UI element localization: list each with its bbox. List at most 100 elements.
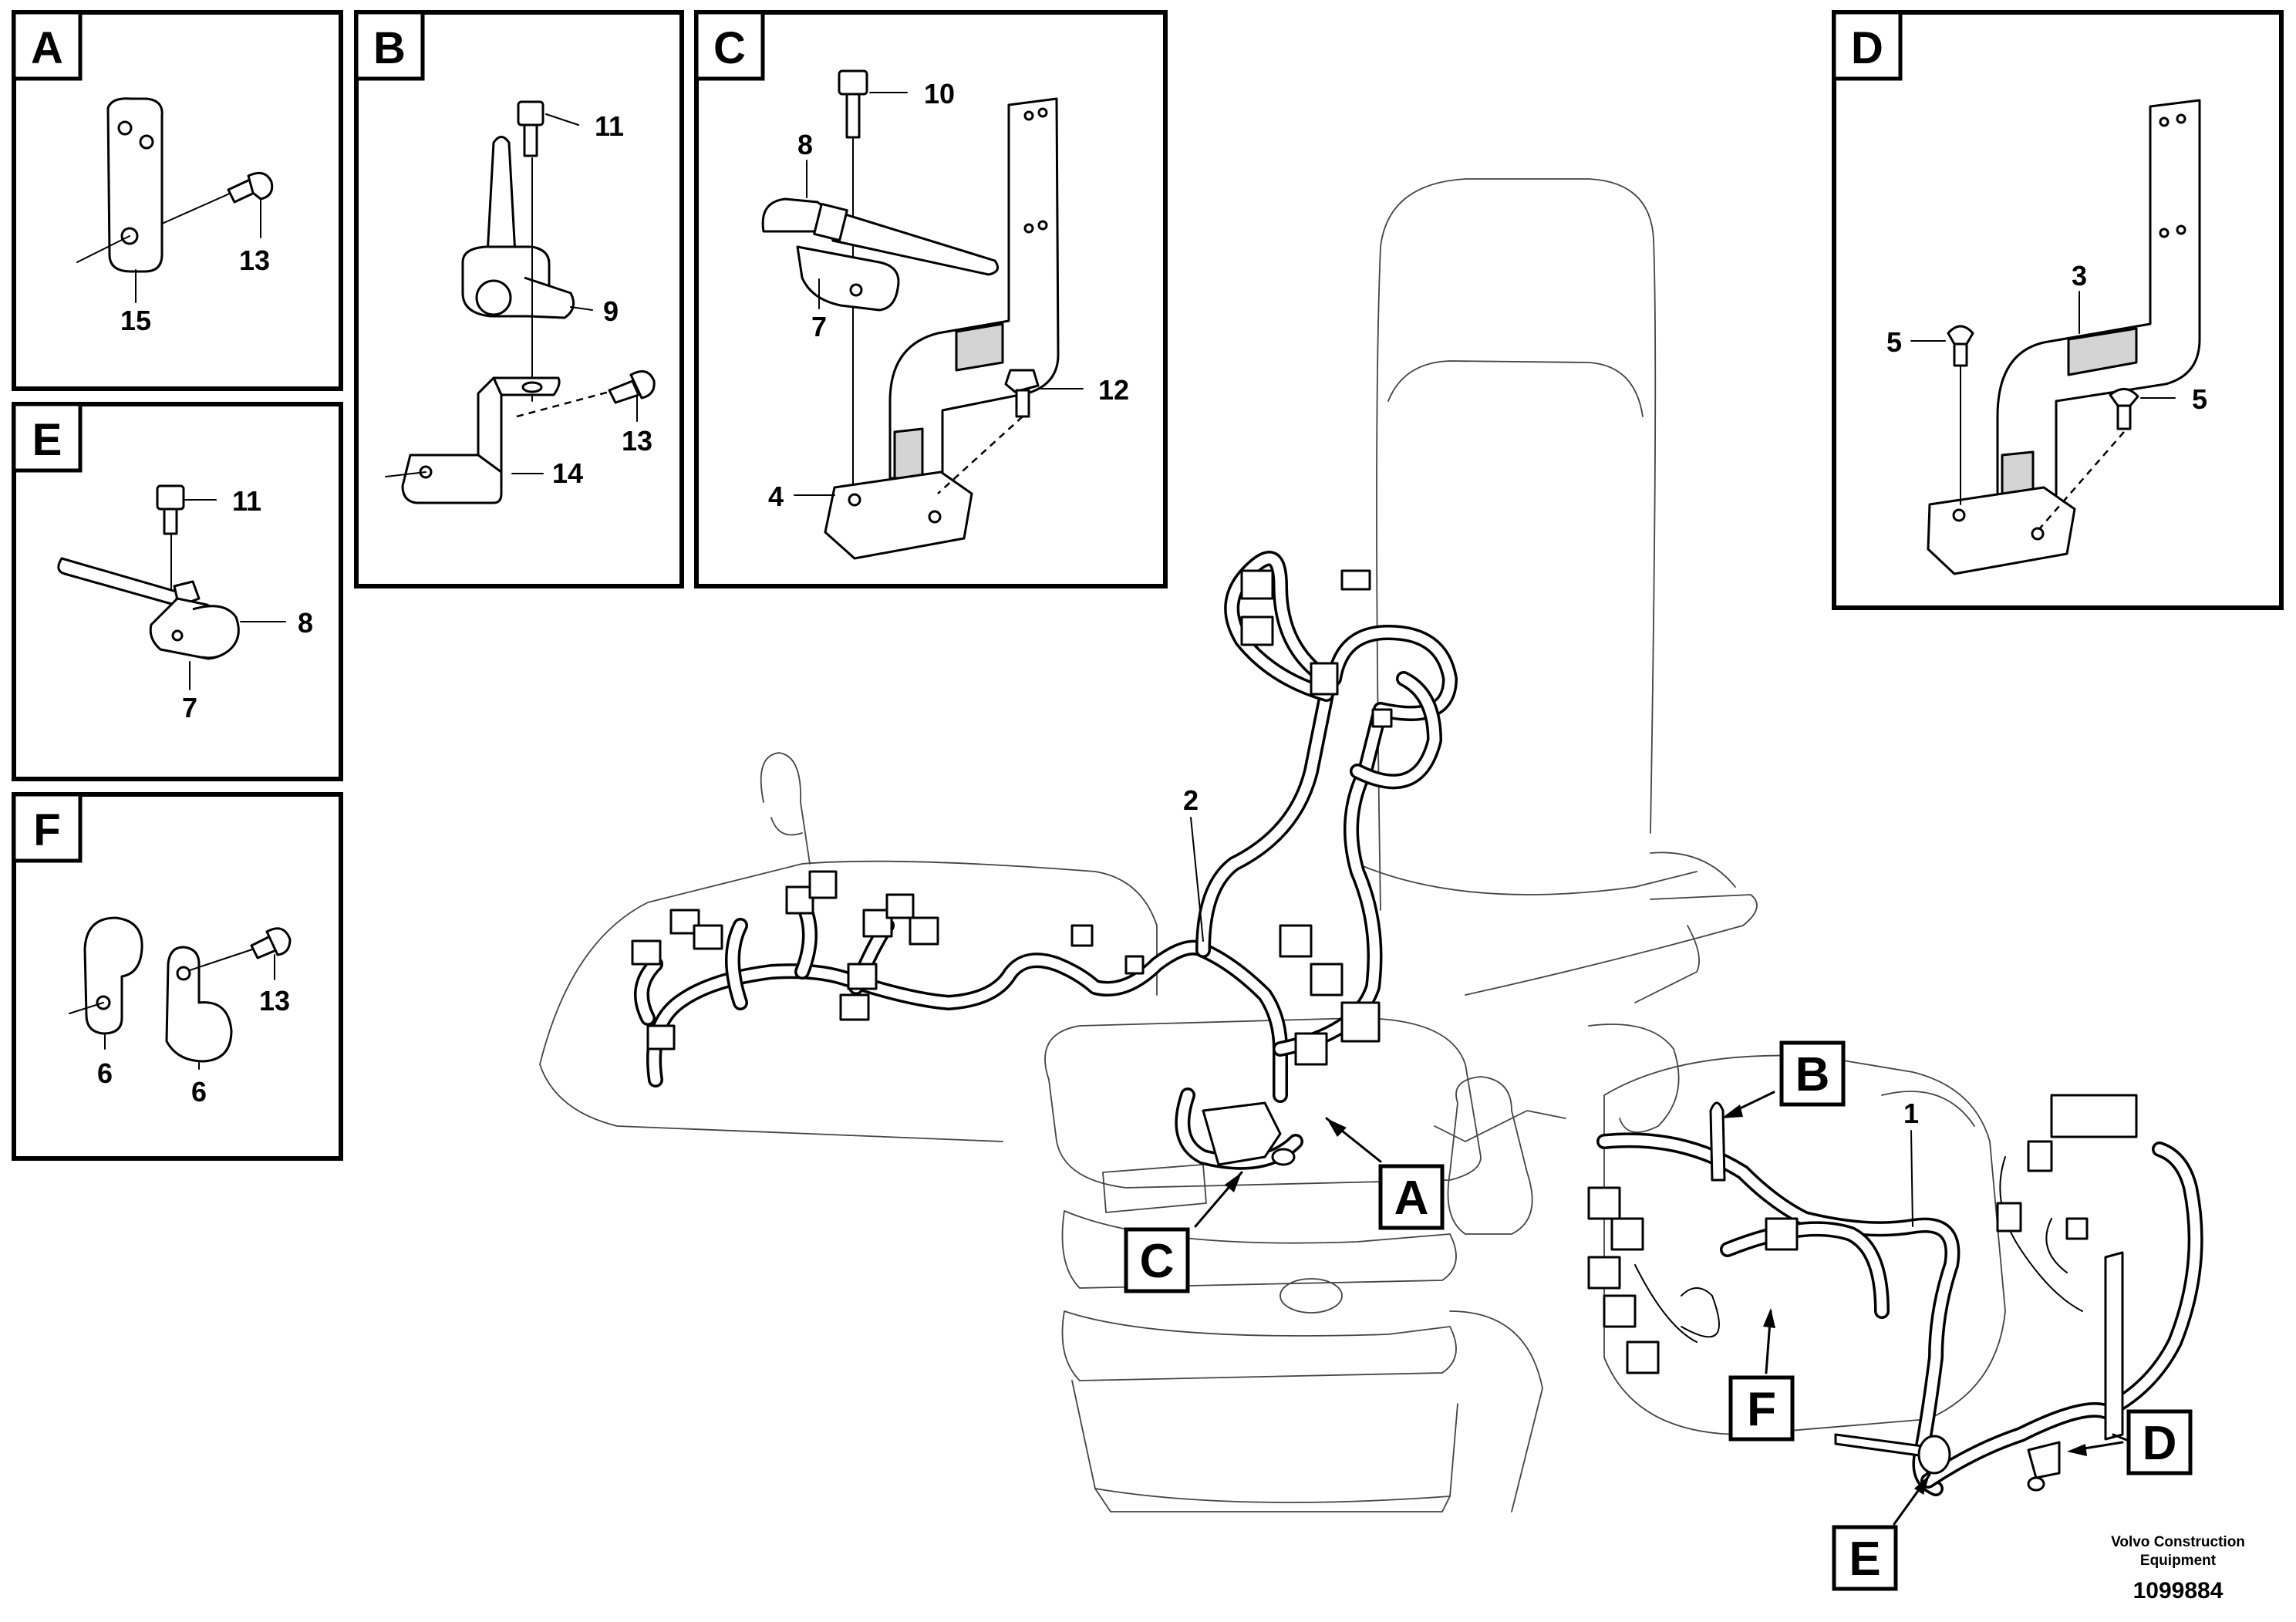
connector [631,939,662,966]
screw-12 [1004,369,1040,418]
screw-11 [156,484,185,535]
connector [1310,963,1344,996]
locator-c-letter: C [1140,1235,1175,1288]
connector [1340,569,1371,591]
panel-c-callout-10: 10 [924,78,955,110]
drawing-number: 1099884 [2133,1578,2224,1603]
bracket-plate-part [76,97,274,273]
panel-a-letter: A [31,23,63,73]
connector [1996,1202,2022,1233]
panel-c-callout-4: 4 [768,481,784,512]
panel-e-callout-7: 7 [182,692,197,723]
panel-b-callout-13: 13 [622,425,652,457]
connector [693,924,723,950]
locator-c [1124,1227,1190,1293]
screw-5-right [2109,388,2139,430]
panel-c-callout-8: 8 [797,129,813,160]
connector [2027,1140,2053,1172]
panel-c-tag [694,10,765,81]
bracket-14 [385,376,561,504]
panel-b-callout-9: 9 [603,295,619,327]
panel-f-callout-13: 13 [259,985,290,1017]
connector [1240,569,1274,600]
locator-b [1779,1040,1846,1107]
locator-e-letter: E [1849,1533,1880,1586]
screw-5-left [1947,325,1974,367]
panel-f-tag [12,792,83,863]
panel-b-callout-14: 14 [552,457,583,489]
connector [785,885,814,915]
harness-2-callout: 2 [1183,784,1199,816]
connector [808,870,838,899]
connector [1310,662,1339,696]
panel-d-callout-5-right: 5 [2192,383,2207,415]
panel-d-callout-3: 3 [2072,260,2087,292]
panel-f-callout-6-left: 6 [97,1057,113,1089]
connector [847,963,878,990]
panel-b-tag [354,10,425,81]
connector [1070,924,1094,947]
clamp-6-left [69,916,143,1035]
connector [1587,1256,1621,1290]
tie-clamp-part [57,557,240,660]
detail-panel-e: E 11 8 7 [12,402,343,781]
panel-e-callout-8: 8 [298,607,313,639]
connector [1240,615,1274,646]
locator-a-letter: A [1394,1172,1429,1225]
detail-panel-d: D 5 5 3 [1832,10,2284,610]
clamp-6-right [165,946,255,1063]
panel-d-letter: D [1851,23,1883,73]
connector [1626,1340,1660,1374]
company-name-line2: Equipment [2140,1553,2217,1569]
detail-panel-b: B 11 9 13 14 [354,10,684,588]
panel-f-callout-6-right: 6 [191,1076,207,1108]
panel-b-letter: B [373,23,406,73]
wiring-harness-1 [1587,1094,2203,1496]
panel-f-letter: F [33,805,60,855]
tie-clamp-part [761,197,1000,312]
panel-a-tag [12,10,83,81]
panel-e-callout-11: 11 [232,485,261,517]
locator-d [2126,1409,2193,1475]
locator-f [1728,1375,1795,1442]
screw-10 [838,69,868,139]
screw-13 [250,927,292,959]
detail-panel-f: F 13 6 6 [12,792,343,1161]
locator-e [1832,1525,1898,1591]
connector [1124,955,1145,975]
panel-a-callout-13: 13 [239,244,270,276]
connector [1340,1001,1381,1043]
panel-c-callout-7: 7 [811,311,827,342]
panel-d-tag [1832,10,1903,81]
connector [1371,708,1393,728]
company-name-line1: Volvo Construction [2111,1534,2245,1550]
panel-a-callout-15: 15 [120,305,151,336]
connector [1765,1217,1799,1251]
panel-c-letter: C [713,23,746,73]
panel-e-tag [12,402,83,473]
harness-1-callout: 1 [1903,1098,1919,1129]
locator-d-letter: D [2143,1417,2177,1470]
locator-f-letter: F [1747,1383,1776,1436]
connector [1294,1032,1328,1066]
connector [2050,1094,2138,1138]
locator-a [1378,1164,1445,1230]
screw-11 [517,100,544,157]
panel-c-callout-12: 12 [1098,374,1129,406]
connector [909,916,939,946]
wiring-harness-2 [631,551,1458,1170]
bracket-3 [1927,99,2201,575]
connector [1279,924,1313,958]
bracket-4 [824,97,1060,560]
connector [1587,1186,1621,1220]
locator-b-letter: B [1795,1048,1830,1101]
connector [885,893,915,919]
connector [2065,1217,2089,1240]
panel-e-letter: E [32,415,62,465]
connector [646,1024,676,1050]
detail-panel-a: A 13 15 [12,10,343,391]
panel-b-callout-11: 11 [595,110,624,142]
screw-13 [608,370,656,404]
detail-panel-c: C 10 8 7 [694,10,1168,588]
